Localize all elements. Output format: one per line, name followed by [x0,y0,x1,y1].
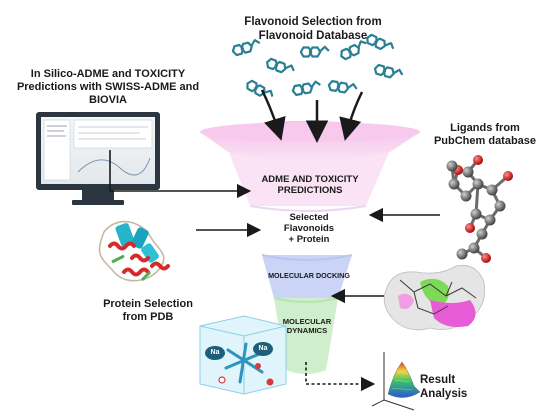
ligand-atom-7 [486,184,498,196]
flavonoid-molecule-1 [231,39,261,57]
ligand-atom-4 [460,190,472,202]
ligand-atom-11 [465,223,475,233]
flavonoid-molecule-2 [266,57,295,74]
ligand-atom-1 [473,155,483,165]
funnel-label-adme: ADME AND TOXICITY PREDICTIONS [261,174,359,197]
funnel-segment-dynamics [274,298,338,374]
flavonoid-molecule-6 [246,79,274,97]
arrow-monitor-to-funnel [109,150,252,199]
ligand-atom-15 [481,253,491,263]
in-silico-label: In Silico-ADME and TOXICITY Predictions … [16,68,200,106]
flavonoid-selection-label: Flavonoid Selection from Flavonoid Datab… [244,16,382,42]
ligand-atom-17 [446,160,458,172]
arrow-molecules-left [260,89,286,141]
flavonoid-molecule-4 [340,40,367,61]
ligand-atom-5 [448,178,460,190]
funnel-segment-adme [228,150,390,206]
flavonoid-molecule-7 [291,80,321,96]
ligand-atom-12 [503,171,513,181]
ligand-atom-10 [470,208,482,220]
ligands-label: Ligands from PubChem database [433,122,537,147]
flavonoid-molecules-icon [231,33,404,97]
ion-label-2: Na [253,342,273,357]
ligand-atom-2 [462,166,474,178]
ligand-atom-14 [468,242,480,254]
docking-surface-icon [383,264,486,331]
ligand-atom-9 [484,214,496,226]
ligand-atom-13 [476,228,488,240]
flavonoid-molecule-9 [366,33,395,51]
ligand-atom-8 [494,200,506,212]
flavonoid-molecule-3 [299,45,330,58]
funnel-segment-docking [262,255,352,298]
monitor-icon [36,112,160,205]
funnel [200,121,420,374]
surface-plot-icon [371,352,421,411]
funnel-label-dynamics: MOLECULAR DYNAMICS [282,317,332,335]
funnel-label-docking: MOLECULAR DOCKING [268,271,350,280]
funnel-segment-selected [250,206,366,255]
flavonoid-molecule-8 [327,80,358,94]
ligand-atom-16 [456,248,468,260]
arrow-molecules-right [339,91,364,141]
result-analysis-label: Result Analysis [420,374,468,400]
flavonoid-molecule-5 [373,63,404,79]
protein-selection-label: Protein Selection from PDB [103,298,193,323]
ligand-ball-stick-icon [446,155,513,263]
protein-ribbon-icon [98,220,170,282]
arrow-dynamics-to-result [305,362,376,392]
funnel-rim [200,122,420,142]
ion-label-1: Na [205,346,225,361]
funnel-label-selected: Selected Flavonoids + Protein [283,212,335,246]
ligand-atom-3 [472,178,484,190]
